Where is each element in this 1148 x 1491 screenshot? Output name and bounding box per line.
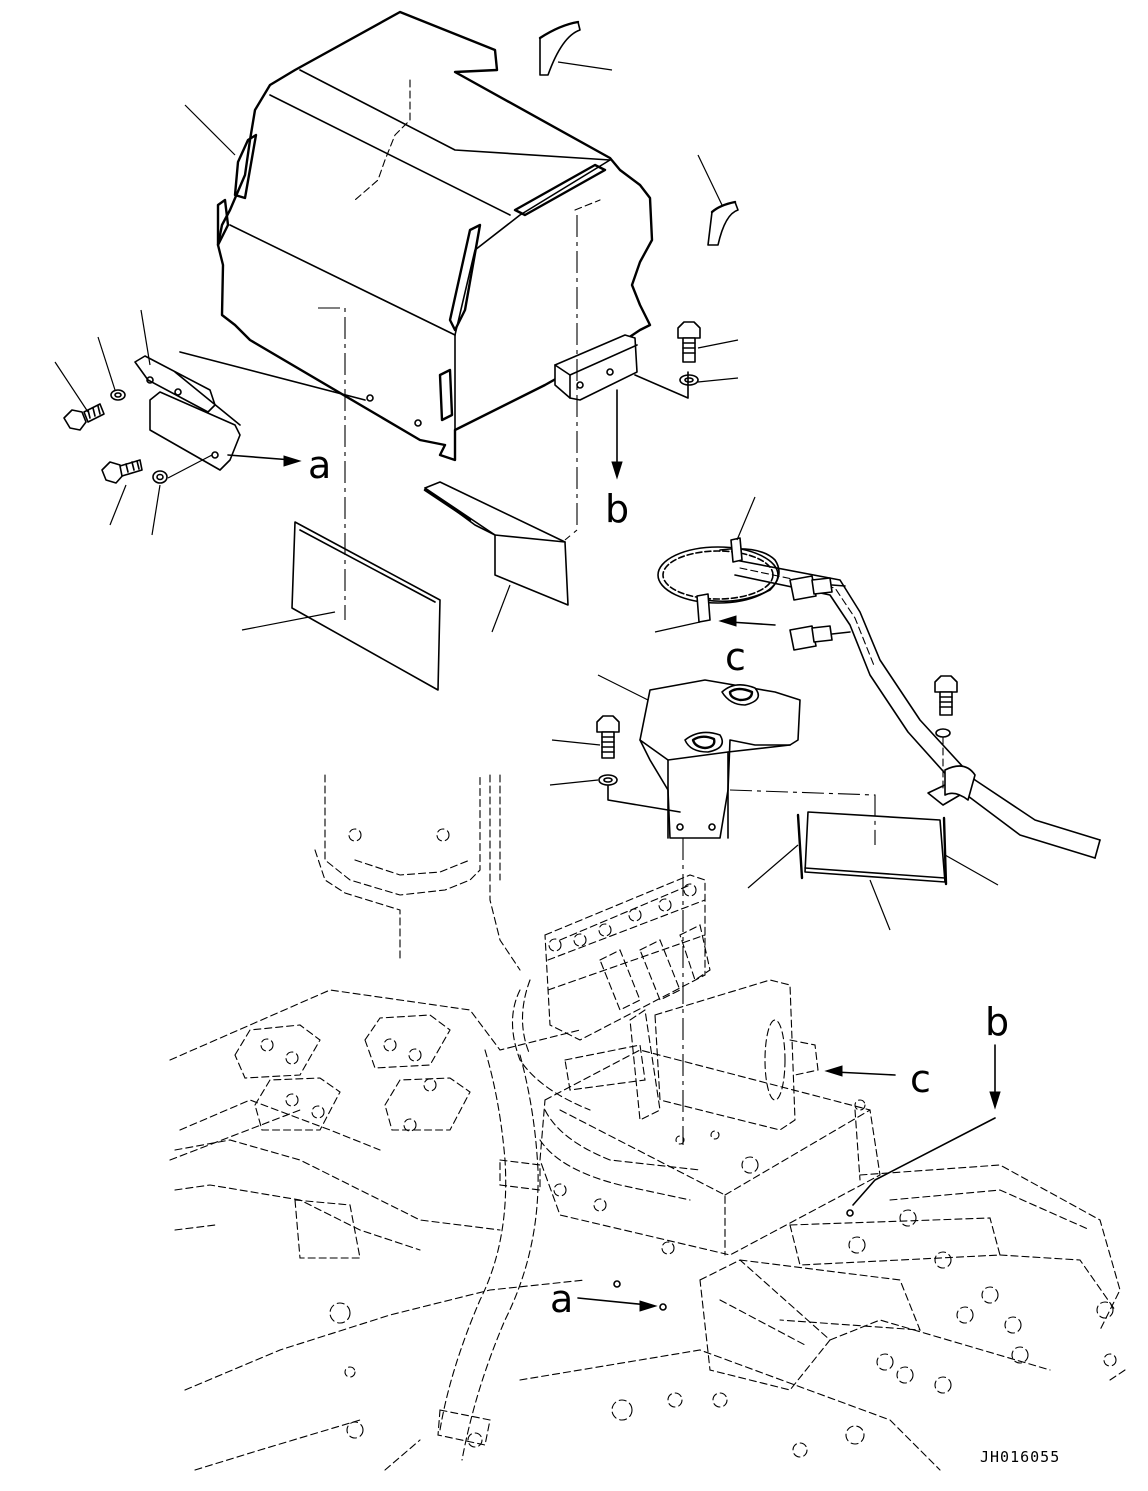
cover-trim-top	[538, 20, 613, 76]
plate-washer	[549, 774, 681, 813]
ref-arrow-a-top: a	[227, 443, 331, 487]
solenoid-unit	[512, 979, 819, 1201]
right-bracket	[554, 334, 638, 401]
ref-label-a: a	[550, 1277, 573, 1321]
right-sheet	[729, 789, 999, 931]
left-bolt-upper	[54, 361, 105, 431]
cover-trim-right	[697, 154, 739, 246]
ref-label-c: c	[910, 1057, 931, 1101]
left-washer-upper	[97, 336, 126, 401]
ref-label-b: b	[985, 1000, 1009, 1044]
ref-arrow-a-bottom: a	[550, 1277, 667, 1321]
ref-label-c: c	[725, 635, 746, 679]
left-bolt-lower	[101, 459, 143, 526]
machine-frame	[169, 774, 1126, 1471]
plate-bolt	[551, 715, 620, 759]
right-bolt	[677, 321, 739, 363]
upper-cover	[216, 10, 654, 462]
ref-arrow-b-top: b	[605, 389, 629, 531]
ref-arrow-c-bottom: c	[824, 1057, 931, 1101]
left-sheet	[241, 521, 441, 691]
ref-arrow-b-bottom: b	[846, 1000, 1009, 1217]
harness-clamp	[927, 675, 976, 806]
left-washer-lower	[151, 454, 213, 536]
hose-routing	[437, 1049, 541, 1461]
right-washer	[634, 371, 739, 399]
ref-label-a: a	[308, 443, 331, 487]
wire-harness	[654, 496, 1101, 859]
left-bracket	[134, 309, 366, 471]
cover-plate	[597, 674, 801, 839]
ref-label-b: b	[605, 487, 629, 531]
ref-arrow-c-top: c	[718, 615, 776, 679]
drawing-number: JH016055	[980, 1448, 1060, 1466]
control-valve-block	[539, 874, 881, 1256]
center-sheet	[423, 481, 569, 633]
